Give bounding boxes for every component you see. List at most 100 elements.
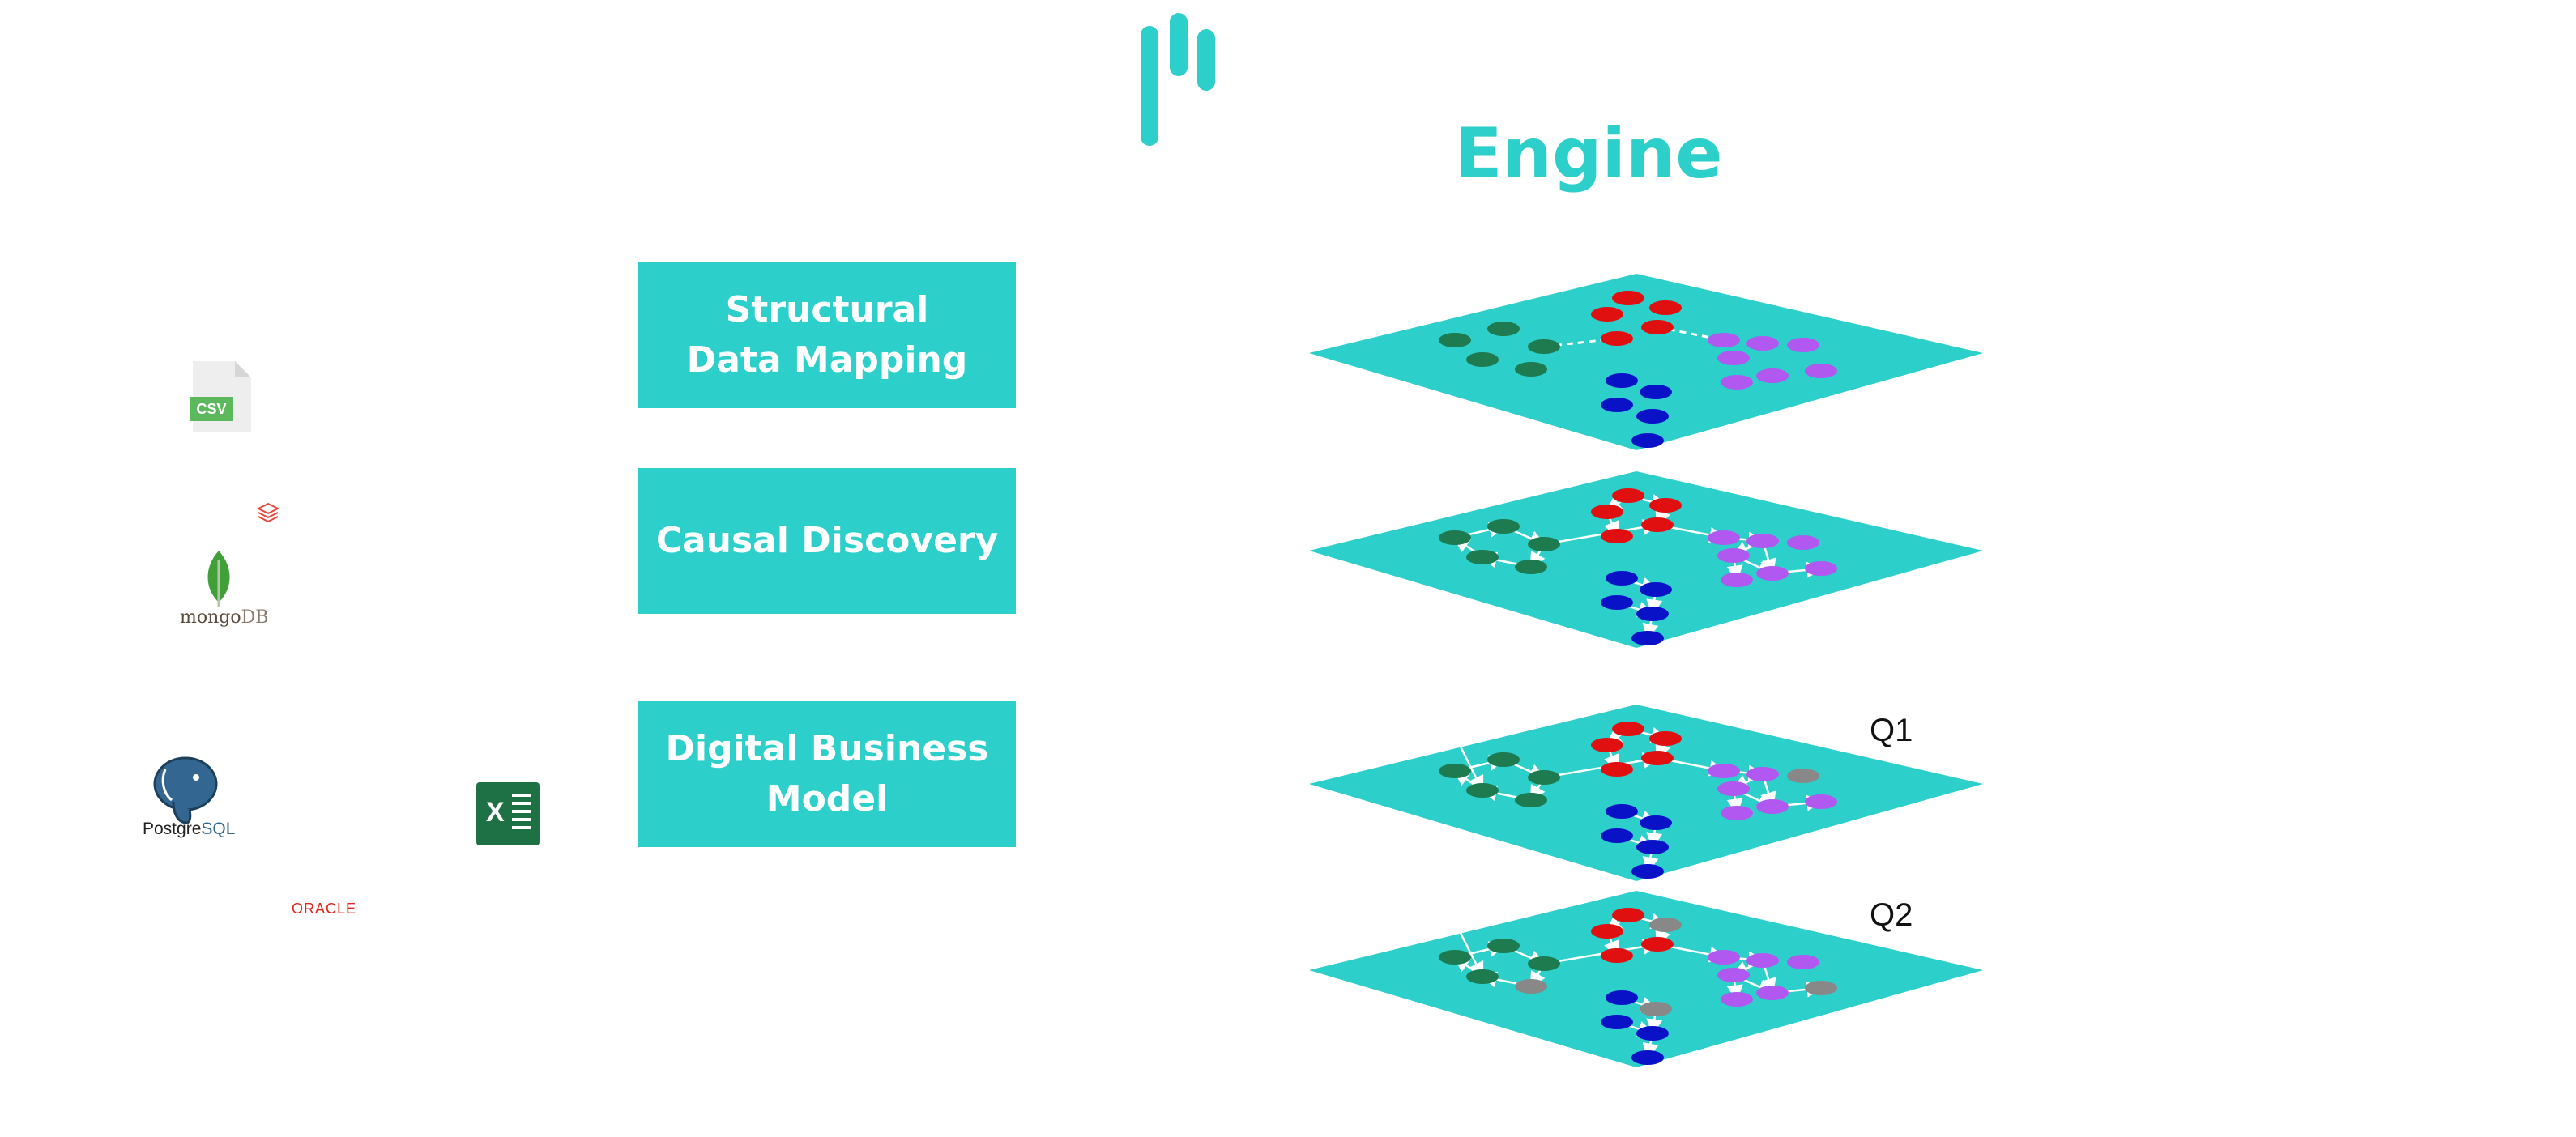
digital-business-model-q1-layer-plane (1309, 705, 1983, 881)
mongodb-leaf-icon (207, 551, 230, 607)
graph-node (1601, 529, 1633, 543)
graph-node (1717, 968, 1750, 982)
step-digital-business-model[interactable]: Digital Business Model (638, 701, 1016, 847)
graph-node (1591, 738, 1623, 752)
intervention-edge (1437, 888, 1484, 979)
graph-node (1636, 840, 1669, 854)
intervened-node (1787, 769, 1819, 783)
graph-node (1708, 764, 1740, 778)
causal-discovery-layer-plane (1309, 471, 1983, 648)
graph-node (1641, 937, 1674, 952)
graph-node (1612, 722, 1644, 736)
graph-node (1746, 336, 1779, 351)
databricks-icon (256, 502, 280, 523)
graph-node (1721, 573, 1753, 587)
graph-node (1528, 956, 1560, 971)
graph-node (1721, 806, 1753, 820)
digital-business-model-q1-layer (1309, 702, 1983, 881)
page-title: Engine (1455, 113, 1723, 194)
graph-node (1515, 793, 1547, 807)
graph-node (1746, 953, 1779, 968)
graph-node (1636, 409, 1669, 424)
causal-edge (1543, 519, 1660, 546)
graph-node (1805, 561, 1837, 576)
graph-node (1528, 537, 1560, 551)
graph-node (1631, 433, 1664, 448)
graph-node (1756, 799, 1789, 814)
structural-data-mapping-layer (1309, 274, 1983, 450)
graph-node (1746, 534, 1779, 548)
graph-node (1708, 530, 1740, 545)
graph-node (1708, 333, 1740, 347)
graph-node (1601, 331, 1633, 346)
mongodb-logo-text: mongoDB (180, 607, 269, 628)
oracle-logo: ORACLE (292, 901, 357, 917)
graph-node (1439, 530, 1471, 545)
graph-node (1717, 548, 1750, 563)
digital-business-model-q2-layer (1309, 888, 1983, 1067)
graph-node (1466, 550, 1499, 564)
graph-node (1466, 969, 1499, 984)
graph-node (1640, 385, 1672, 399)
graph-node (1787, 338, 1819, 352)
graph-node (1439, 764, 1471, 778)
causal-edge (1543, 752, 1660, 779)
graph-node (1528, 339, 1560, 354)
graph-node (1601, 595, 1633, 610)
graph-node (1528, 770, 1560, 785)
graph-node (1649, 498, 1682, 513)
graph-node (1641, 751, 1674, 765)
graph-node (1487, 752, 1520, 767)
graph-node (1612, 908, 1644, 922)
graph-node (1805, 364, 1837, 378)
graph-node (1805, 794, 1837, 809)
intervened-node (1515, 979, 1547, 994)
graph-node (1606, 571, 1638, 586)
csv-file-icon: CSV (190, 361, 251, 432)
graph-node (1717, 781, 1750, 796)
graph-node (1787, 955, 1819, 969)
graph-node (1756, 368, 1789, 383)
graph-node (1487, 519, 1520, 534)
graph-node (1641, 517, 1674, 532)
graph-node (1439, 950, 1471, 965)
postgresql-logo-text: PostgreSQL (143, 820, 236, 838)
intervened-node (1640, 1002, 1672, 1016)
intervention-edge (1437, 702, 1484, 793)
step-causal-discovery[interactable]: Causal Discovery (638, 468, 1016, 614)
graph-node (1649, 300, 1682, 315)
graph-node (1601, 398, 1633, 412)
graph-node (1631, 631, 1664, 645)
intervened-node (1805, 981, 1837, 995)
structural-data-mapping-layer-plane (1309, 274, 1983, 450)
graph-node (1612, 291, 1644, 305)
graph-node (1746, 767, 1779, 781)
graph-node (1640, 582, 1672, 597)
postgresql-elephant-icon (153, 756, 218, 824)
graph-node (1631, 864, 1664, 879)
graph-node (1721, 375, 1753, 390)
intervened-node (1649, 918, 1682, 932)
graph-node (1717, 351, 1750, 365)
graph-node (1487, 939, 1520, 953)
graph-node (1601, 828, 1633, 843)
query-label-q2: Q2 (1870, 897, 1913, 933)
graph-node (1756, 566, 1789, 581)
graph-node (1591, 307, 1623, 322)
csv-badge: CSV (190, 397, 233, 421)
graph-node (1606, 990, 1638, 1005)
graph-node (1631, 1050, 1664, 1065)
graph-node (1466, 352, 1499, 367)
graph-node (1591, 505, 1623, 519)
graph-node (1515, 362, 1547, 377)
causal-discovery-layer (1309, 471, 1983, 648)
graph-node (1612, 488, 1644, 503)
step-structural-data-mapping[interactable]: Structural Data Mapping (638, 262, 1016, 408)
digital-business-model-q2-layer-plane (1309, 891, 1983, 1067)
graph-node (1641, 320, 1674, 334)
graph-node (1606, 804, 1638, 819)
graph-node (1649, 731, 1682, 746)
graph-node (1515, 560, 1547, 574)
graph-node (1787, 535, 1819, 550)
graph-node (1636, 1026, 1669, 1041)
